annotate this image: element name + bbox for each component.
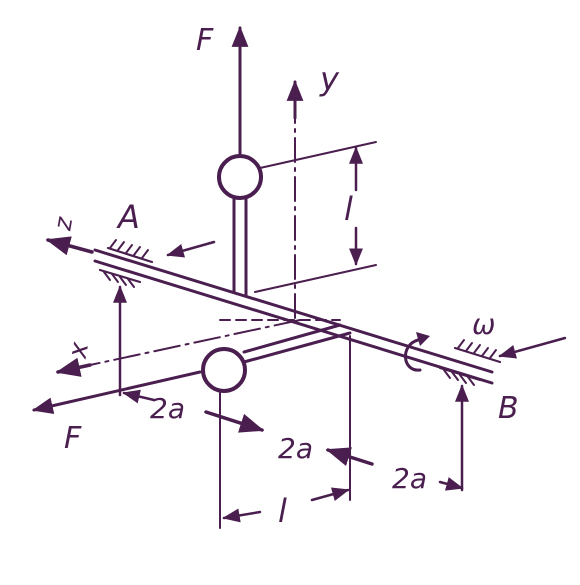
horizontal-length-dimension	[222, 487, 350, 523]
vertical-length-dimension	[254, 141, 377, 293]
force-top-label: F	[196, 23, 214, 58]
bearing-b-hatch	[438, 339, 502, 386]
upper-mass	[217, 154, 263, 200]
dim-2a-1: 2a	[150, 392, 185, 425]
bearing-b-label: B	[498, 391, 519, 426]
dim-2a-3: 2a	[392, 462, 427, 495]
omega-label: ω	[472, 308, 495, 341]
z-axis-arrow	[45, 236, 94, 256]
bearing-a-label: A	[116, 198, 140, 236]
horizontal-arm	[242, 323, 352, 364]
main-shaft	[93, 248, 494, 385]
x-axis-label: x	[63, 339, 95, 361]
x-axis-arrow	[55, 319, 301, 377]
vertical-length-label: l	[344, 190, 353, 228]
bearing-a-pointer	[166, 240, 216, 258]
z-axis-label: z	[48, 214, 78, 234]
y-axis-label: y	[319, 60, 340, 98]
bearing-a-hatch	[98, 239, 154, 288]
force-left-arrow	[31, 370, 202, 414]
lower-mass	[201, 347, 247, 393]
horizontal-length-label: l	[278, 492, 287, 530]
axial-dimension-line	[122, 389, 464, 491]
force-left-label: F	[64, 421, 82, 456]
vertical-arm	[232, 196, 248, 298]
dim-2a-2: 2a	[278, 432, 313, 465]
omega-rotation	[404, 332, 567, 372]
